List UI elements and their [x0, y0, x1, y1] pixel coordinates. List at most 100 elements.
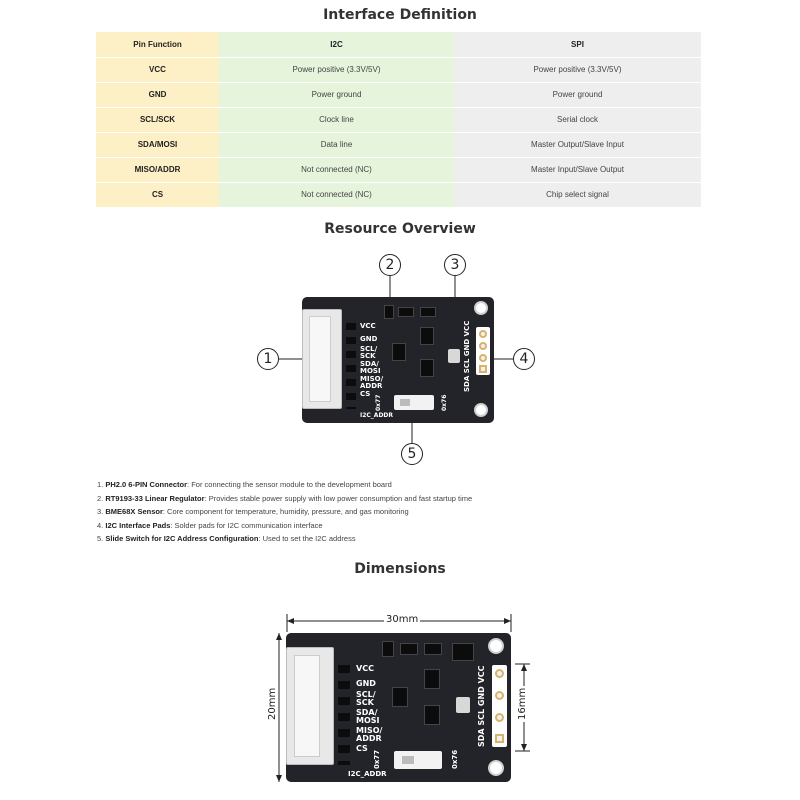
pin-addr: ADDR [356, 734, 382, 743]
pin-cs: CS [356, 744, 368, 753]
mosfet [424, 705, 440, 725]
table-row: VCC Power positive (3.3V/5V) Power posit… [96, 57, 701, 83]
table-row: SDA/MOSI Data line Master Output/Slave I… [96, 132, 701, 158]
pin-name: SCL/SCK [96, 107, 219, 133]
pin-row [338, 665, 350, 765]
pin-name: VCC [96, 57, 219, 83]
spi-function: Serial clock [454, 107, 701, 133]
mosfet [392, 687, 408, 707]
header-spi: SPI [454, 32, 701, 58]
pin-scl: SCL/ [356, 690, 376, 699]
pin-name: GND [96, 82, 219, 108]
pin-sda: SDA/ [360, 360, 379, 368]
i2c-address-switch [394, 751, 442, 769]
header-i2c: I2C [219, 32, 454, 58]
mosfet [420, 327, 434, 345]
pin-addr: ADDR [360, 382, 383, 390]
capacitor [398, 307, 414, 317]
pad [479, 365, 487, 373]
pin-name: MISO/ADDR [96, 157, 219, 183]
i2c-function: Power ground [219, 82, 454, 108]
table-row: CS Not connected (NC) Chip select signal [96, 182, 701, 208]
pin-sck: SCK [360, 352, 376, 360]
callout-5: 5 [401, 443, 423, 465]
switch-label: I2C_ADDR [360, 412, 394, 419]
pin-mosi: MOSI [360, 367, 381, 375]
addr-label-0x76: 0x76 [451, 749, 459, 769]
list-item: 4. I2C Interface Pads: Solder pads for I… [97, 520, 323, 530]
pad [495, 669, 504, 678]
mosfet [392, 343, 406, 361]
i2c-address-switch [394, 395, 434, 410]
pin-miso: MISO/ [360, 375, 384, 383]
addr-label-0x77: 0x77 [373, 749, 381, 769]
spi-function: Power positive (3.3V/5V) [454, 57, 701, 83]
i2c-function: Not connected (NC) [219, 157, 454, 183]
list-item: 2. RT9193-33 Linear Regulator: Provides … [97, 493, 473, 503]
mounting-hole [474, 301, 488, 315]
pin-vcc: VCC [360, 322, 376, 330]
pad [495, 691, 504, 700]
pin-sck: SCK [356, 698, 374, 707]
capacitor [424, 643, 442, 655]
list-item: 3. BME68X Sensor: Core component for tem… [97, 507, 409, 516]
bme68x-sensor [448, 349, 460, 363]
spi-function: Chip select signal [454, 182, 701, 208]
resource-title: Resource Overview [324, 221, 476, 237]
pad [495, 713, 504, 722]
interface-table: Pin Function I2C SPI VCC Power positive … [96, 32, 701, 208]
mosfet [420, 359, 434, 377]
ph2-connector [286, 647, 334, 765]
pad [479, 330, 487, 338]
i2c-pad-strip [492, 665, 507, 747]
pad [479, 354, 487, 362]
i2c-function: Not connected (NC) [219, 182, 454, 208]
callout-1: 1 [257, 348, 279, 370]
dimensions-title: Dimensions [354, 561, 446, 577]
table-row: MISO/ADDR Not connected (NC) Master Inpu… [96, 157, 701, 183]
pin-vcc: VCC [356, 664, 374, 673]
table-row: GND Power ground Power ground [96, 82, 701, 108]
list-item: 5. Slide Switch for I2C Address Configur… [97, 534, 356, 543]
height-dimension: 20mm [267, 685, 278, 722]
sensor-board: VCC GND SCL/ SCK SDA/ MOSI MISO/ ADDR CS… [302, 297, 494, 423]
i2c-function: Power positive (3.3V/5V) [219, 57, 454, 83]
list-item: 1. PH2.0 6-PIN Connector: For connecting… [97, 480, 392, 489]
interface-title: Interface Definition [323, 7, 477, 23]
table-header-row: Pin Function I2C SPI [96, 32, 701, 58]
pad [479, 342, 487, 350]
capacitor [420, 307, 436, 317]
pin-name: SDA/MOSI [96, 132, 219, 158]
resource-list: 1. PH2.0 6-PIN Connector: For connecting… [97, 478, 472, 546]
pin-miso: MISO/ [356, 726, 383, 735]
table-row: SCL/SCK Clock line Serial clock [96, 107, 701, 133]
capacitor [400, 643, 418, 655]
callout-4: 4 [513, 348, 535, 370]
regulator-chip [384, 305, 394, 319]
spi-function: Master Input/Slave Output [454, 157, 701, 183]
pad-span-dimension: 16mm [517, 685, 528, 722]
switch-label: I2C_ADDR [348, 770, 387, 778]
i2c-pad-label: SDA SCL GND VCC [477, 665, 486, 747]
pin-mosi: MOSI [356, 716, 380, 725]
i2c-function: Data line [219, 132, 454, 158]
i2c-function: Clock line [219, 107, 454, 133]
mounting-hole [488, 638, 504, 654]
i2c-pad-strip [476, 327, 490, 375]
pin-scl: SCL/ [360, 345, 378, 353]
pin-row [346, 323, 356, 409]
pin-gnd: GND [360, 335, 378, 343]
regulator-chip [382, 641, 394, 657]
spi-function: Master Output/Slave Input [454, 132, 701, 158]
pin-gnd: GND [356, 679, 376, 688]
mosfet [424, 669, 440, 689]
callout-2: 2 [379, 254, 401, 276]
pin-name: CS [96, 182, 219, 208]
mounting-hole [474, 403, 488, 417]
mounting-hole [488, 760, 504, 776]
callout-3: 3 [444, 254, 466, 276]
header-pin-function: Pin Function [96, 32, 219, 58]
width-dimension: 30mm [384, 614, 421, 625]
bme68x-sensor [456, 697, 470, 713]
sensor-board-dimensioned: VCC GND SCL/ SCK SDA/ MOSI MISO/ ADDR CS… [286, 633, 511, 782]
